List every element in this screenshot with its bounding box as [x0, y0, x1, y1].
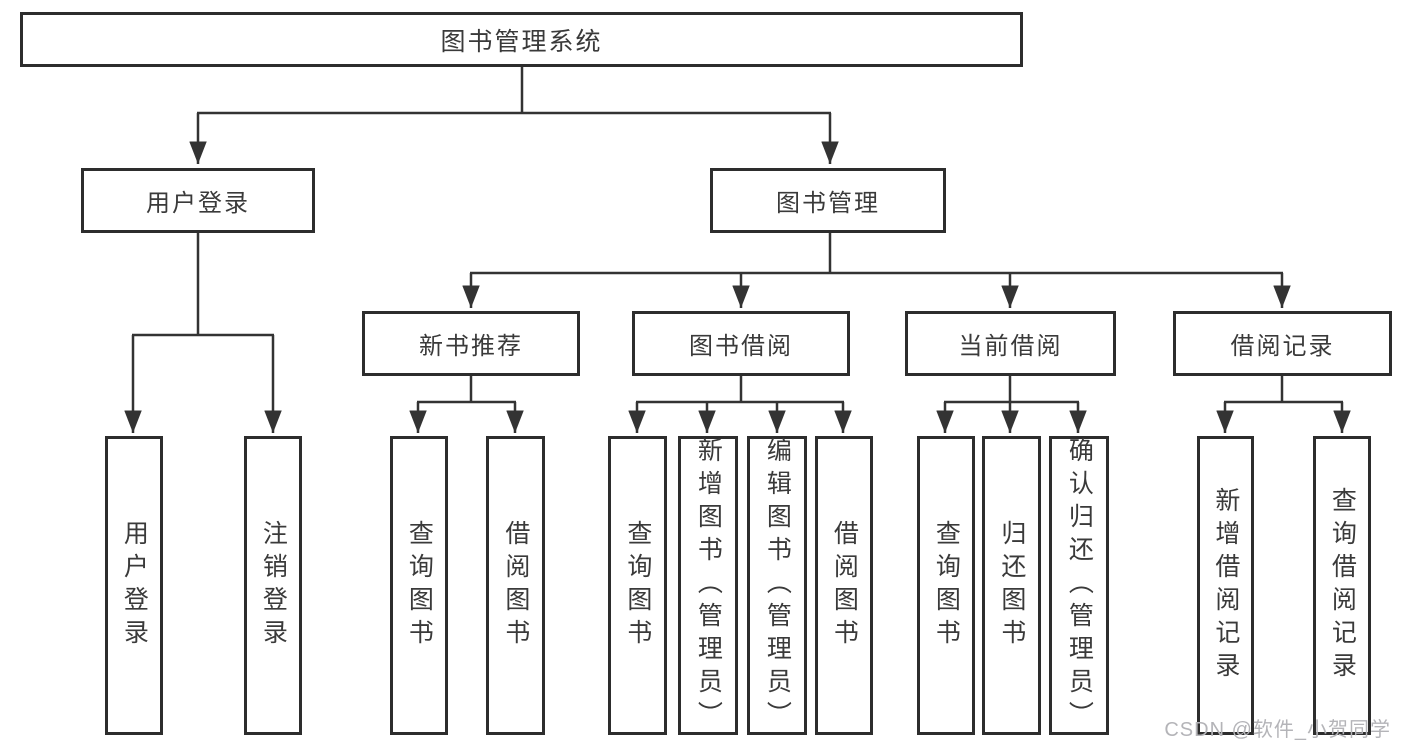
node-label: 注销登录 [259, 519, 288, 652]
node-new-book-recommend: 新书推荐 [362, 311, 580, 376]
node-borrow-records: 借阅记录 [1173, 311, 1392, 376]
leaf-add-borrow-record: 新增借阅记录 [1197, 436, 1254, 735]
node-label: 查询图书 [623, 519, 652, 652]
watermark: CSDN @软件_小贺同学 [1164, 719, 1391, 741]
node-label: 新增借阅记录 [1211, 486, 1240, 685]
node-book-management: 图书管理 [710, 168, 946, 233]
leaf-borrow-books-recommend: 借阅图书 [486, 436, 545, 735]
node-label: 图书管理系统 [440, 27, 603, 56]
leaf-borrow-books: 借阅图书 [815, 436, 873, 735]
node-label: 查询图书 [932, 519, 961, 652]
node-label: 用户登录 [120, 519, 149, 652]
node-label: 借阅图书 [501, 519, 530, 652]
node-label: 新增图书（管理员） [694, 437, 723, 734]
connector-group [124, 67, 1351, 433]
node-label: 新书推荐 [419, 333, 523, 360]
leaf-add-book-admin: 新增图书（管理员） [678, 436, 738, 735]
node-book-borrow: 图书借阅 [632, 311, 850, 376]
leaf-query-books-borrow: 查询图书 [608, 436, 667, 735]
node-label: 图书借阅 [689, 333, 793, 360]
node-label: 借阅记录 [1230, 333, 1335, 360]
node-label: 查询图书 [405, 519, 434, 652]
node-label: 图书管理 [776, 190, 880, 217]
leaf-query-books-current: 查询图书 [917, 436, 975, 735]
node-label: 确认归还（管理员） [1065, 437, 1094, 734]
leaf-edit-book-admin: 编辑图书（管理员） [747, 436, 807, 735]
leaf-logout: 注销登录 [244, 436, 302, 735]
node-root: 图书管理系统 [20, 12, 1023, 67]
leaf-query-borrow-record: 查询借阅记录 [1313, 436, 1371, 735]
node-label: 用户登录 [146, 190, 250, 217]
node-current-borrow: 当前借阅 [905, 311, 1116, 376]
leaf-user-login: 用户登录 [105, 436, 163, 735]
node-label: 编辑图书（管理员） [763, 437, 792, 734]
leaf-confirm-return-admin: 确认归还（管理员） [1049, 436, 1109, 735]
node-label: 归还图书 [997, 519, 1026, 652]
node-label: 当前借阅 [958, 333, 1063, 360]
leaf-return-book: 归还图书 [982, 436, 1041, 735]
node-user-login: 用户登录 [81, 168, 315, 233]
node-label: 查询借阅记录 [1328, 486, 1357, 685]
node-label: 借阅图书 [830, 519, 859, 652]
leaf-query-books-recommend: 查询图书 [390, 436, 448, 735]
